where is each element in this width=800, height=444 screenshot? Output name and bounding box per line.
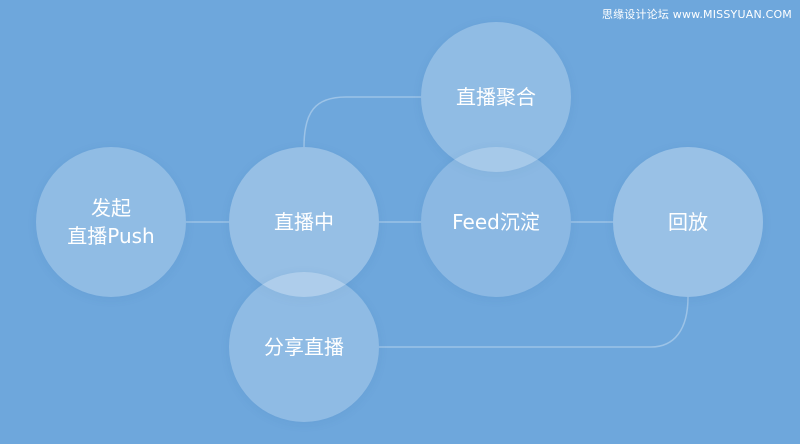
node-launch-label-line-1: 发起 — [90, 196, 131, 220]
node-live-aggregation: 直播聚合 — [421, 22, 571, 172]
node-launch-live-push: 发起 直播Push — [36, 147, 186, 297]
node-live-label: 直播中 — [274, 210, 334, 234]
node-replay: 回放 — [613, 147, 763, 297]
node-live-in-progress: 直播中 — [229, 147, 379, 297]
node-share-live: 分享直播 — [229, 272, 379, 422]
node-feed-label: Feed沉淀 — [452, 210, 540, 234]
connector-share-to-replay — [379, 296, 689, 348]
node-launch-label: 发起 直播Push — [67, 194, 154, 250]
connector-live-to-aggregate — [303, 96, 421, 148]
node-share-label: 分享直播 — [264, 335, 344, 359]
node-launch-label-line-2: 直播Push — [67, 224, 155, 248]
node-replay-label: 回放 — [668, 210, 708, 234]
node-feed-settling: Feed沉淀 — [421, 147, 571, 297]
node-aggregate-label: 直播聚合 — [456, 85, 536, 109]
site-watermark: 思缘设计论坛 www.MISSYUAN.COM — [601, 8, 792, 21]
